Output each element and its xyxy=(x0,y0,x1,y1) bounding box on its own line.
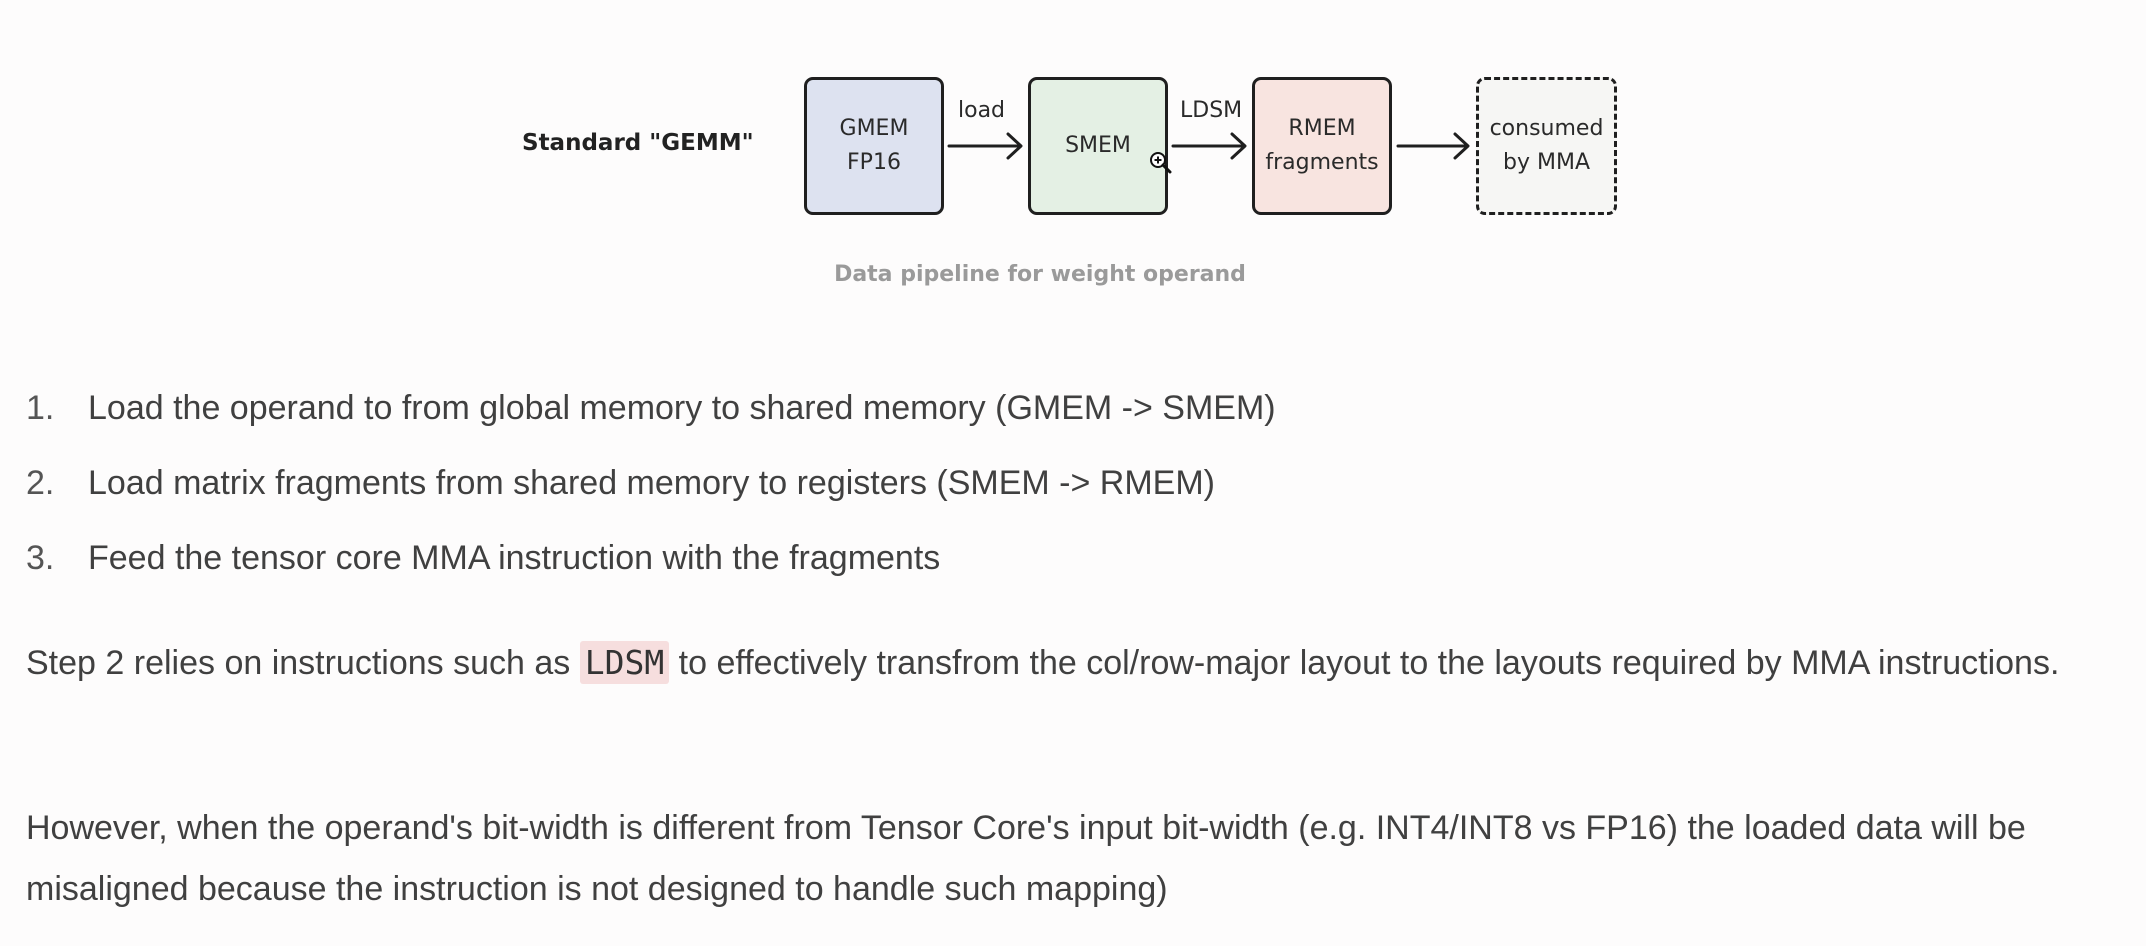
smem-box: SMEM xyxy=(1028,77,1168,215)
list-item-text: Feed the tensor core MMA instruction wit… xyxy=(88,539,941,577)
rmem-box-line-2: fragments xyxy=(1265,150,1379,175)
paragraph-misalignment: However, when the operand's bit-width is… xyxy=(26,809,2026,908)
list-item-number: 1. xyxy=(26,389,55,427)
diagram-caption: Data pipeline for weight operand xyxy=(834,262,1246,287)
paragraph-ldsm-after: to effectively transfrom the col/row-maj… xyxy=(669,644,2060,682)
gmem-box-line-1: GMEM xyxy=(839,116,909,141)
mma-box: consumed by MMA xyxy=(1476,77,1617,215)
rmem-box: RMEM fragments xyxy=(1252,77,1392,215)
arrow-rmem-to-mma xyxy=(1396,132,1470,160)
diagram-arrows xyxy=(947,132,1470,160)
list-item-text: Load the operand to from global memory t… xyxy=(88,389,1276,427)
arrow-gmem-to-smem xyxy=(947,132,1023,160)
zoom-in-cursor-icon xyxy=(1150,152,1172,174)
rmem-box-line-1: RMEM xyxy=(1288,116,1356,141)
list-item-number: 2. xyxy=(26,464,55,502)
list-item-text: Load matrix fragments from shared memory… xyxy=(88,464,1215,502)
pipeline-diagram: Standard "GEMM" GMEM FP16 SMEM RMEM frag… xyxy=(0,0,2146,310)
arrow-label-load: load xyxy=(958,98,1006,123)
list-item: 2. Load matrix fragments from shared mem… xyxy=(26,453,1276,528)
paragraph-ldsm-before: Step 2 relies on instructions such as xyxy=(26,644,580,682)
smem-box-line-1: SMEM xyxy=(1065,133,1131,158)
ldsm-inline-code: LDSM xyxy=(579,641,670,684)
arrow-smem-to-rmem xyxy=(1171,132,1247,160)
arrow-label-ldsm: LDSM xyxy=(1180,98,1243,123)
gmem-box: GMEM FP16 xyxy=(804,77,944,215)
gmem-box-line-2: FP16 xyxy=(847,150,901,175)
list-item: 1. Load the operand to from global memor… xyxy=(26,378,1276,453)
mma-box-line-1: consumed xyxy=(1489,116,1604,141)
paragraph-ldsm: Step 2 relies on instructions such as LD… xyxy=(26,632,2116,694)
list-item: 3. Feed the tensor core MMA instruction … xyxy=(26,528,1276,603)
steps-list: 1. Load the operand to from global memor… xyxy=(26,378,1276,603)
diagram-row-label: Standard "GEMM" xyxy=(522,130,754,156)
mma-box-line-2: by MMA xyxy=(1503,150,1590,175)
list-item-number: 3. xyxy=(26,539,55,577)
